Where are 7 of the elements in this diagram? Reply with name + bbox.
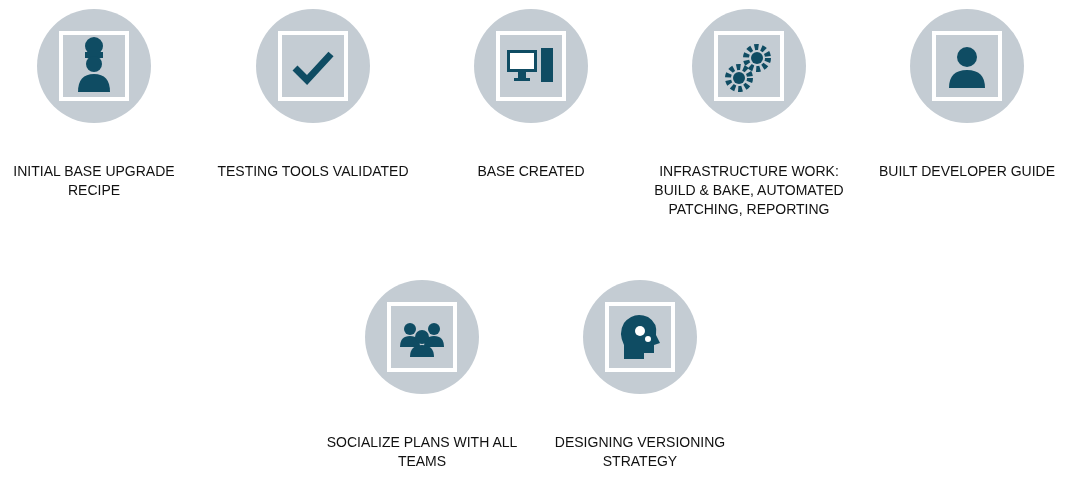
milestone-label: BUILT DEVELOPER GUIDE [877,162,1057,181]
milestone-label: DESIGNING VERSIONING STRATEGY [553,433,727,471]
milestone-label: INFRASTRUCTURE WORK: BUILD & BAKE, AUTOMATED PATCHING, REPORTING [653,162,845,219]
milestone-label: BASE CREATED [476,162,586,181]
milestone-label: INITIAL BASE UPGRADE RECIPE [12,162,176,200]
milestone-label: SOCIALIZE PLANS WITH ALL TEAMS [325,433,519,471]
milestone-label: TESTING TOOLS VALIDATED [216,162,410,181]
